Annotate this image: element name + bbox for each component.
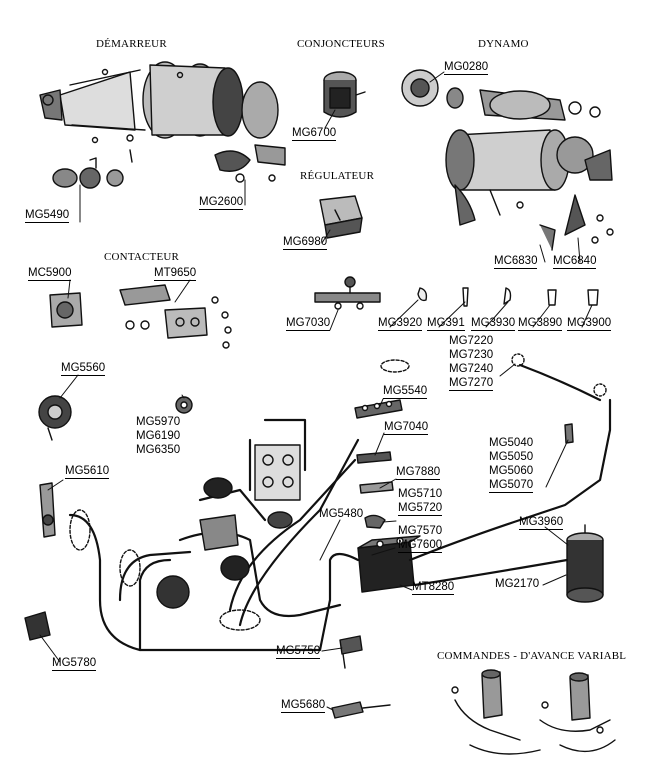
part-label-mg5970[interactable]: MG5970	[136, 416, 181, 428]
part-label-mg5070[interactable]: MG5070	[489, 479, 534, 493]
section-title-contacteur: CONTACTEUR	[104, 251, 180, 263]
part-label-mg7030[interactable]: MG7030	[286, 317, 331, 331]
section-title-conjoncteurs: CONJONCTEURS	[297, 38, 385, 50]
part-label-mc6840[interactable]: MC6840	[553, 255, 597, 269]
part-label-mg5710[interactable]: MG5710	[398, 488, 443, 500]
part-label-mt9650[interactable]: MT9650	[154, 267, 197, 281]
ignition-switch-drawing	[49, 284, 232, 349]
part-label-mg7230[interactable]: MG7230	[449, 349, 494, 361]
cutout-drawing	[323, 71, 366, 118]
part-label-mg5050[interactable]: MG5050	[489, 451, 534, 463]
part-label-mg6350[interactable]: MG6350	[136, 444, 181, 456]
part-label-mg5560[interactable]: MG5560	[61, 362, 106, 376]
lighting-switch-drawing	[314, 276, 599, 310]
section-title-regulateur: RÉGULATEUR	[300, 170, 375, 182]
part-label-mg6980[interactable]: MG6980	[283, 236, 328, 250]
part-label-mg3960[interactable]: MG3960	[519, 516, 564, 530]
part-label-mg7880[interactable]: MG7880	[396, 466, 441, 480]
part-label-mg5750[interactable]: MG5750	[276, 645, 321, 659]
ignition-coil-drawing	[566, 524, 604, 603]
section-title-dynamo: DYNAMO	[478, 38, 529, 50]
part-label-mg3920[interactable]: MG3920	[378, 317, 423, 331]
part-label-mg5720[interactable]: MG5720	[398, 502, 443, 516]
part-label-mg7270[interactable]: MG7270	[449, 377, 494, 391]
part-label-mg6700[interactable]: MG6700	[292, 127, 337, 141]
part-label-mg0280[interactable]: MG0280	[444, 61, 489, 75]
small-components-drawing	[24, 353, 607, 719]
part-label-mg7240[interactable]: MG7240	[449, 363, 494, 375]
part-label-mg7600[interactable]: MG7600	[398, 539, 443, 553]
part-label-mt8280[interactable]: MT8280	[412, 581, 455, 595]
leader-lines	[39, 71, 593, 711]
part-label-mg391[interactable]: MG391	[427, 317, 465, 331]
part-label-group-switch: MG5970 MG6190 MG6350	[136, 415, 180, 457]
part-label-mg5540[interactable]: MG5540	[383, 385, 428, 399]
part-label-mg5610[interactable]: MG5610	[65, 465, 110, 479]
part-label-mg6190[interactable]: MG6190	[136, 430, 181, 442]
part-label-mg5480[interactable]: MG5480	[319, 508, 364, 520]
part-label-group-fuses: MG5040 MG5050 MG5060 MG5070	[489, 436, 534, 493]
part-label-mg3930[interactable]: MG3930	[471, 317, 516, 331]
part-label-mc5900[interactable]: MC5900	[28, 267, 72, 281]
part-label-mg7040[interactable]: MG7040	[384, 421, 429, 435]
part-label-mg3890[interactable]: MG3890	[518, 317, 563, 331]
advance-controls-drawing	[451, 669, 616, 755]
regulator-drawing	[319, 195, 363, 239]
part-label-mg2170[interactable]: MG2170	[495, 578, 540, 590]
part-label-mg7220[interactable]: MG7220	[449, 335, 494, 347]
starter-motor-drawing	[39, 61, 286, 189]
part-label-mg5040[interactable]: MG5040	[489, 437, 534, 449]
part-label-mg5490[interactable]: MG5490	[25, 209, 70, 223]
part-label-mg3900[interactable]: MG3900	[567, 317, 612, 331]
part-label-mg7570[interactable]: MG7570	[398, 525, 443, 537]
harness-components-drawing	[69, 444, 301, 631]
part-label-group-lamps: MG7220 MG7230 MG7240 MG7270	[449, 334, 494, 391]
part-label-mg2600[interactable]: MG2600	[199, 196, 244, 210]
dynamo-drawing	[401, 69, 614, 251]
part-label-mc6830[interactable]: MC6830	[494, 255, 538, 269]
section-title-demarreur: DÉMARREUR	[96, 38, 167, 50]
section-title-commandes: COMMANDES - D'AVANCE VARIABL	[437, 650, 627, 662]
part-label-mg5060[interactable]: MG5060	[489, 465, 534, 477]
part-label-mg5780[interactable]: MG5780	[52, 657, 97, 671]
part-label-mg5680[interactable]: MG5680	[281, 699, 326, 713]
